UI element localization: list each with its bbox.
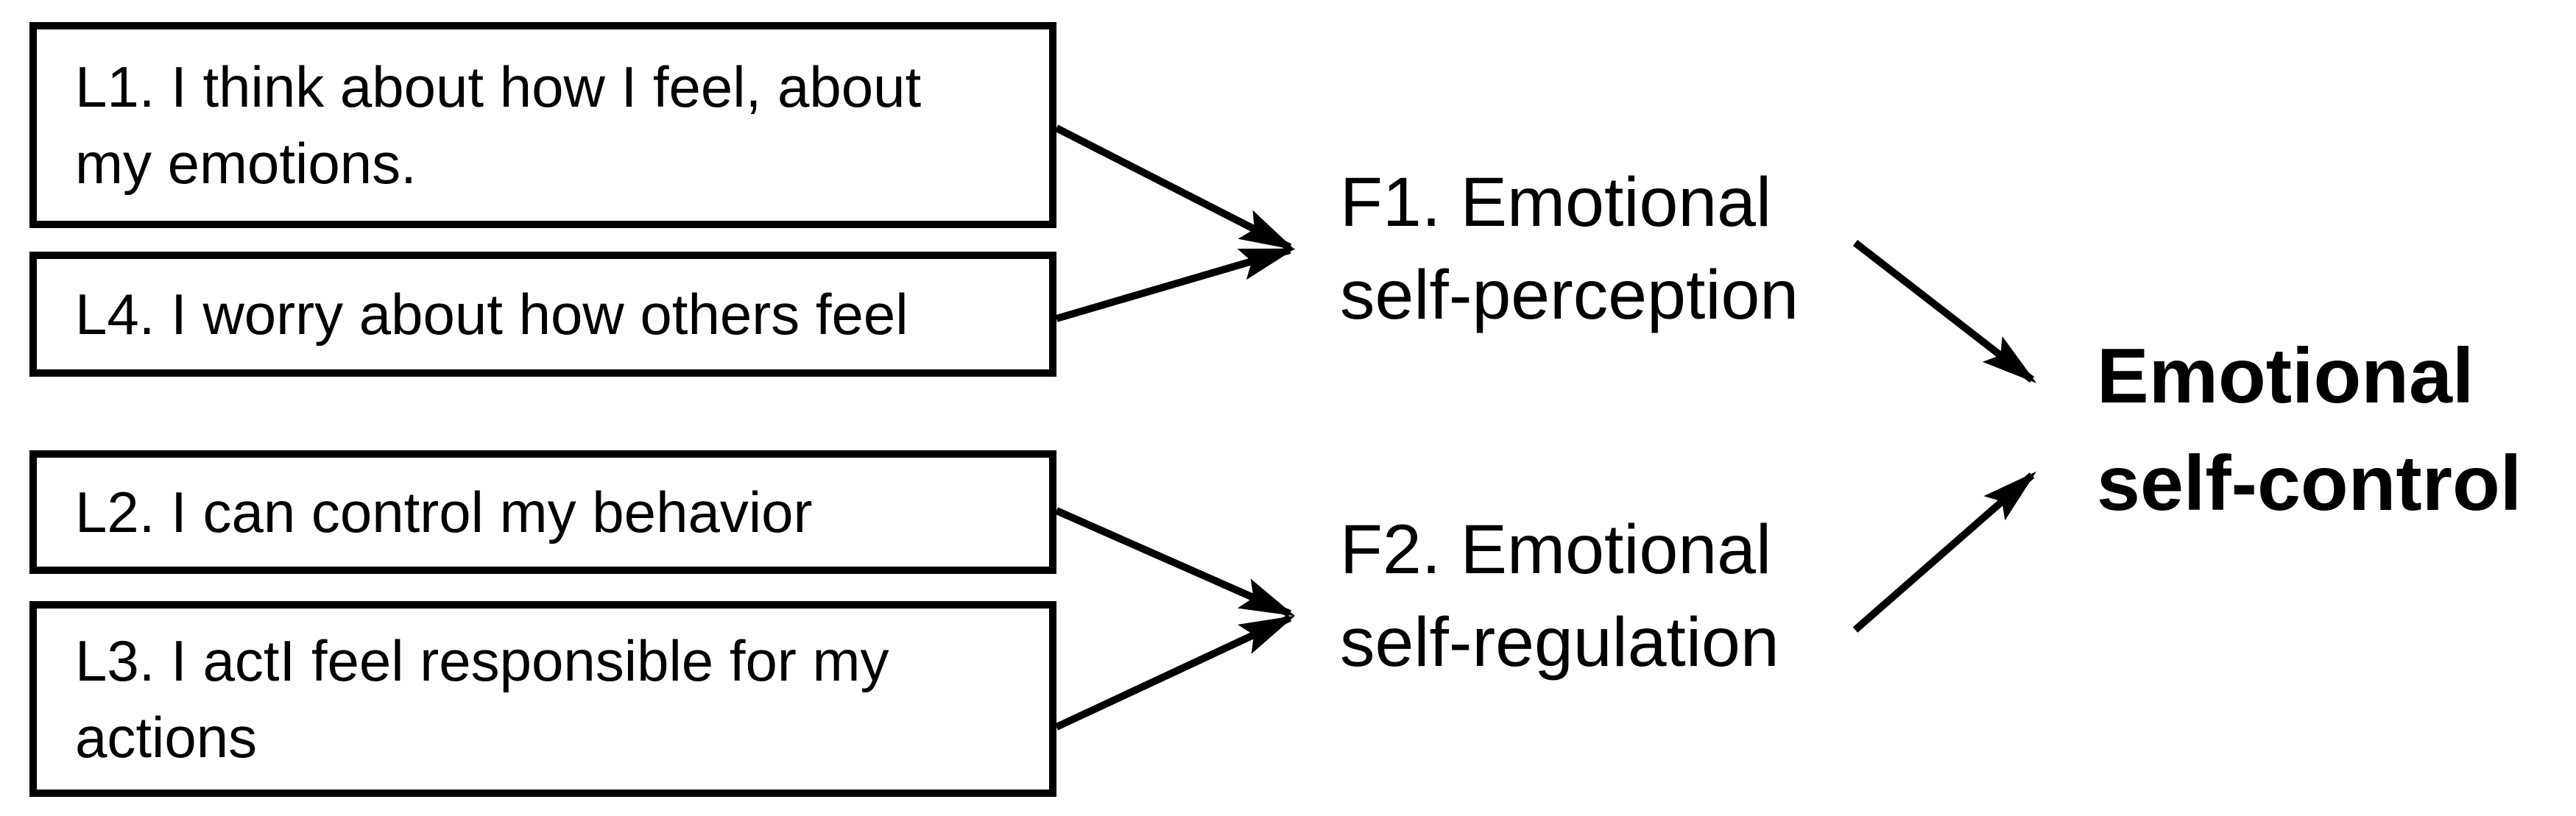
factor-label-f2: F2. Emotional self-regulation bbox=[1340, 503, 1779, 689]
indicator-box-l2: L2. I can control my behavior bbox=[29, 450, 1056, 574]
factor-f1-line-2: self-perception bbox=[1340, 256, 1799, 334]
outcome-line-1: Emotional bbox=[2097, 333, 2474, 419]
arrow-f1-to-outcome bbox=[1852, 240, 2037, 383]
arrow-f2-to-outcome bbox=[1852, 471, 2037, 633]
indicator-l1-line-2: my emotions. bbox=[75, 131, 417, 196]
indicator-l3-line-1: L3. I actI feel responsible for my bbox=[75, 628, 889, 693]
outcome-label: Emotional self-control bbox=[2097, 322, 2522, 537]
arrow-l1-to-f1 bbox=[1054, 124, 1296, 251]
factor-f2-line-2: self-regulation bbox=[1340, 603, 1779, 681]
arrow-l2-to-f2 bbox=[1054, 507, 1296, 617]
indicator-box-l1: L1. I think about how I feel, about my e… bbox=[29, 22, 1056, 228]
outcome-line-2: self-control bbox=[2097, 440, 2522, 527]
factor-f1-line-1: F1. Emotional bbox=[1340, 163, 1772, 241]
arrow-l4-to-f1 bbox=[1055, 246, 1296, 322]
indicator-l3-line-2: actions bbox=[75, 705, 258, 770]
arrow-l3-to-f2 bbox=[1054, 614, 1296, 731]
indicator-box-l4: L4. I worry about how others feel bbox=[29, 252, 1056, 377]
indicator-l2-line-1: L2. I can control my behavior bbox=[75, 480, 813, 544]
indicator-l1-line-1: L1. I think about how I feel, about bbox=[75, 54, 922, 119]
factor-f2-line-1: F2. Emotional bbox=[1340, 511, 1772, 589]
indicator-l4-line-1: L4. I worry about how others feel bbox=[75, 282, 908, 347]
factor-label-f1: F1. Emotional self-perception bbox=[1340, 156, 1799, 341]
indicator-box-l3: L3. I actI feel responsible for my actio… bbox=[29, 601, 1056, 797]
